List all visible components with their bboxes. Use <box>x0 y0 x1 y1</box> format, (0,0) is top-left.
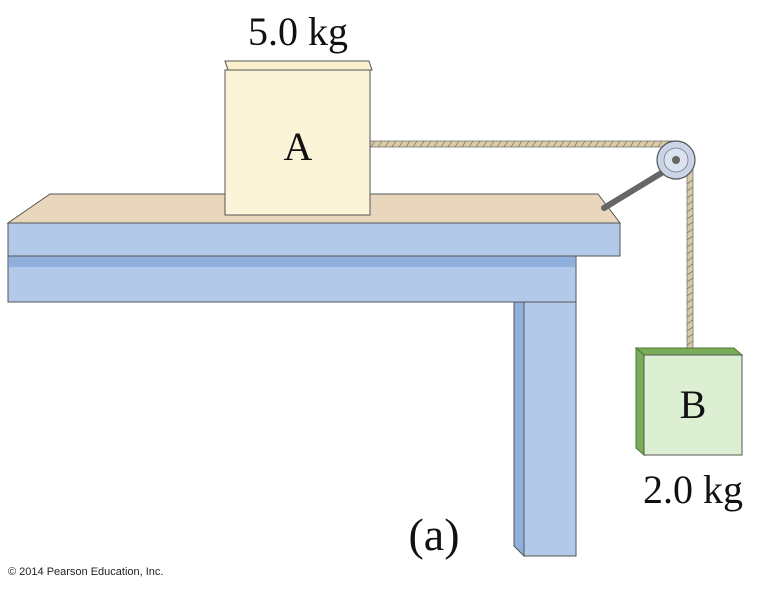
copyright-notice: © 2014 Pearson Education, Inc. <box>8 566 164 578</box>
block-a: A <box>224 60 373 216</box>
table-apron <box>7 254 577 303</box>
block-b-mass-label: 2.0 kg <box>643 467 743 512</box>
pulley <box>656 140 696 180</box>
table-leg <box>513 254 577 558</box>
block-a-mass-label: 5.0 kg <box>248 9 348 54</box>
rope-vertical <box>686 159 694 354</box>
rope-horizontal <box>367 140 674 148</box>
block-b: B <box>634 346 744 457</box>
part-label: (a) <box>408 509 459 560</box>
block-b-letter: B <box>680 382 707 427</box>
block-a-letter: A <box>284 124 313 169</box>
table-top-front <box>7 222 621 257</box>
